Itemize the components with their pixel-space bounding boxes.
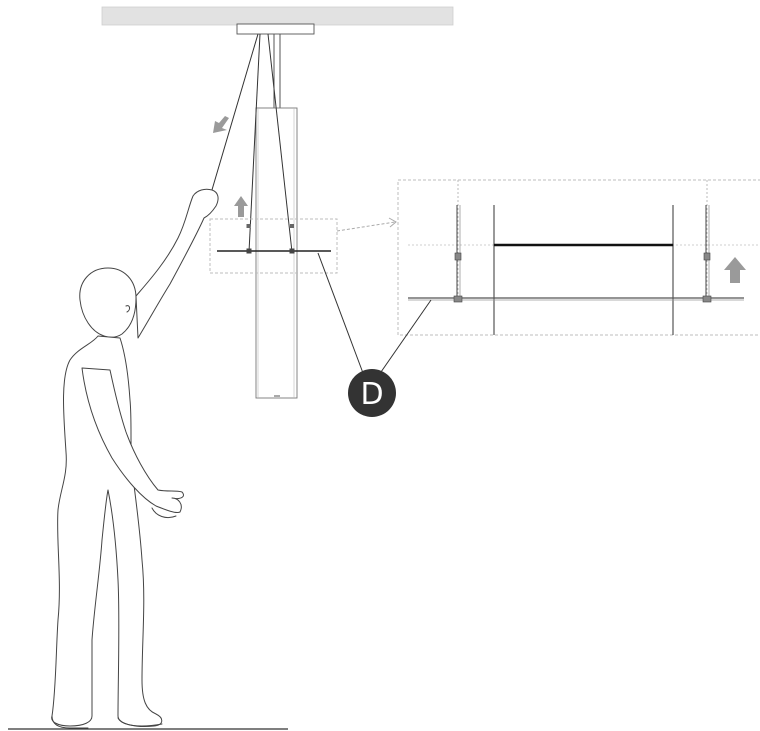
- callout-leader-lines: [317, 252, 432, 374]
- suspension-cables: [208, 33, 293, 253]
- detail-view: [397, 179, 760, 336]
- person-figure: [51, 188, 219, 729]
- arrow-up-icon: [234, 196, 248, 217]
- detail-leader-arrow: [336, 217, 397, 232]
- callout-label: D: [360, 377, 383, 412]
- ceiling: [101, 6, 454, 35]
- arrow-down-left-icon: [213, 116, 229, 133]
- arrow-up-icon: [724, 257, 746, 283]
- suspension-stems: [273, 34, 281, 108]
- detail-selection-box: [209, 218, 338, 274]
- support-rod: [217, 224, 331, 254]
- callout-badge: D: [348, 369, 396, 417]
